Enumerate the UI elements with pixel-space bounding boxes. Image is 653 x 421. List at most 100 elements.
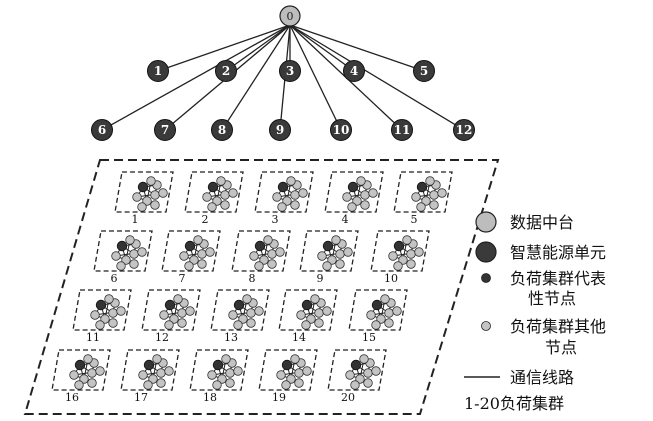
cluster-other-node bbox=[158, 188, 168, 198]
legend-data-center-label: 数据中台 bbox=[510, 213, 574, 232]
data-center-hub: 0 bbox=[279, 5, 301, 27]
cluster-rep-node bbox=[371, 299, 383, 311]
cluster-other-node bbox=[425, 176, 435, 186]
cluster-outline bbox=[324, 171, 384, 213]
cluster-rep-node bbox=[95, 299, 107, 311]
cluster-outline bbox=[72, 289, 132, 331]
cluster-other-node bbox=[259, 255, 269, 265]
energy-unit-label: 1 bbox=[154, 64, 162, 78]
cluster-rep-node bbox=[207, 181, 219, 193]
load-cluster: 18 bbox=[189, 349, 249, 404]
cluster-other-node bbox=[74, 380, 84, 390]
cluster-other-node bbox=[301, 320, 311, 330]
cluster-other-node bbox=[376, 314, 386, 324]
legend-other-node-label-1: 负荷集群其他 bbox=[510, 317, 606, 336]
legend-energy-unit-label: 智慧能源单元 bbox=[510, 243, 606, 262]
cluster-outline bbox=[278, 289, 338, 331]
cluster-other-node bbox=[212, 380, 222, 390]
cluster-label: 20 bbox=[341, 391, 355, 404]
energy-unit-label: 5 bbox=[420, 64, 428, 78]
cluster-other-node bbox=[347, 202, 357, 212]
cluster-other-node bbox=[294, 368, 304, 378]
cluster-other-node bbox=[169, 314, 179, 324]
cluster-label: 4 bbox=[342, 213, 349, 226]
legend-other-node-label-2: 节点 bbox=[545, 338, 577, 357]
cluster-other-node bbox=[286, 374, 296, 384]
energy-unit-label: 6 bbox=[98, 123, 106, 137]
load-cluster: 10 bbox=[370, 230, 430, 285]
cluster-other-node bbox=[388, 251, 398, 261]
cluster-outline bbox=[370, 230, 430, 272]
cluster-other-node bbox=[156, 368, 166, 378]
cluster-other-node bbox=[246, 318, 256, 328]
cluster-rep-node bbox=[416, 181, 428, 193]
cluster-other-node bbox=[116, 306, 126, 316]
cluster-other-node bbox=[137, 247, 147, 257]
load-cluster: 3 bbox=[254, 171, 314, 226]
cluster-label: 11 bbox=[86, 331, 100, 344]
cluster-other-node bbox=[193, 235, 203, 245]
load-cluster: 15 bbox=[348, 289, 408, 344]
energy-unit-label: 2 bbox=[222, 64, 230, 78]
cluster-other-node bbox=[254, 306, 264, 316]
cluster-outline bbox=[141, 289, 201, 331]
cluster-other-node bbox=[371, 320, 381, 330]
cluster-other-node bbox=[246, 308, 256, 318]
cluster-other-node bbox=[197, 249, 207, 259]
cluster-other-node bbox=[371, 366, 381, 376]
cluster-other-node bbox=[343, 247, 353, 257]
cluster-other-node bbox=[322, 261, 332, 271]
cluster-outline bbox=[210, 289, 270, 331]
cluster-other-node bbox=[150, 190, 160, 200]
cluster-other-node bbox=[360, 190, 370, 200]
cluster-label: 5 bbox=[411, 213, 418, 226]
cluster-other-node bbox=[277, 202, 287, 212]
cluster-other-node bbox=[282, 196, 292, 206]
cluster-label: 7 bbox=[179, 272, 186, 285]
hub-label: 0 bbox=[287, 10, 294, 23]
energy-unit-node bbox=[279, 60, 301, 82]
cluster-other-node bbox=[177, 318, 187, 328]
cluster-other-node bbox=[366, 310, 376, 320]
load-cluster: 11 bbox=[72, 289, 132, 344]
cluster-other-node bbox=[314, 318, 324, 328]
cluster-outline bbox=[254, 171, 314, 213]
cluster-other-node bbox=[322, 306, 332, 316]
cluster-other-node bbox=[363, 368, 373, 378]
cluster-other-node bbox=[212, 196, 222, 206]
cluster-other-node bbox=[220, 200, 230, 210]
cluster-other-node bbox=[108, 308, 118, 318]
cluster-other-node bbox=[290, 354, 300, 364]
cluster-other-node bbox=[290, 200, 300, 210]
cluster-other-node bbox=[148, 374, 158, 384]
cluster-rep-node bbox=[184, 240, 196, 252]
cluster-other-node bbox=[411, 192, 421, 202]
load-cluster: 16 bbox=[51, 349, 111, 404]
energy-unit-node bbox=[147, 60, 169, 82]
cluster-other-node bbox=[331, 235, 341, 245]
load-cluster: 17 bbox=[120, 349, 180, 404]
energy-unit-node bbox=[391, 119, 413, 141]
cluster-other-node bbox=[276, 370, 286, 380]
cluster-other-node bbox=[384, 318, 394, 328]
cluster-label: 13 bbox=[224, 331, 238, 344]
cluster-other-node bbox=[95, 320, 105, 330]
cluster-rep-node bbox=[137, 181, 149, 193]
load-cluster: 20 bbox=[327, 349, 387, 404]
cluster-other-node bbox=[296, 310, 306, 320]
cluster-other-node bbox=[267, 259, 277, 269]
cluster-outline bbox=[189, 349, 249, 391]
cluster-label: 10 bbox=[384, 272, 398, 285]
cluster-label: 1 bbox=[132, 213, 139, 226]
cluster-other-node bbox=[310, 294, 320, 304]
cluster-label: 18 bbox=[203, 391, 217, 404]
cluster-rep-node bbox=[254, 240, 266, 252]
cluster-other-node bbox=[414, 247, 424, 257]
energy-unit-label: 11 bbox=[394, 123, 411, 137]
cluster-rep-node bbox=[350, 359, 362, 371]
cluster-other-node bbox=[352, 196, 362, 206]
cluster-other-node bbox=[363, 378, 373, 388]
cluster-outline bbox=[120, 349, 180, 391]
legend-rep-node-label-1: 负荷集群代表 bbox=[510, 269, 606, 288]
energy-unit-label: 8 bbox=[218, 123, 226, 137]
